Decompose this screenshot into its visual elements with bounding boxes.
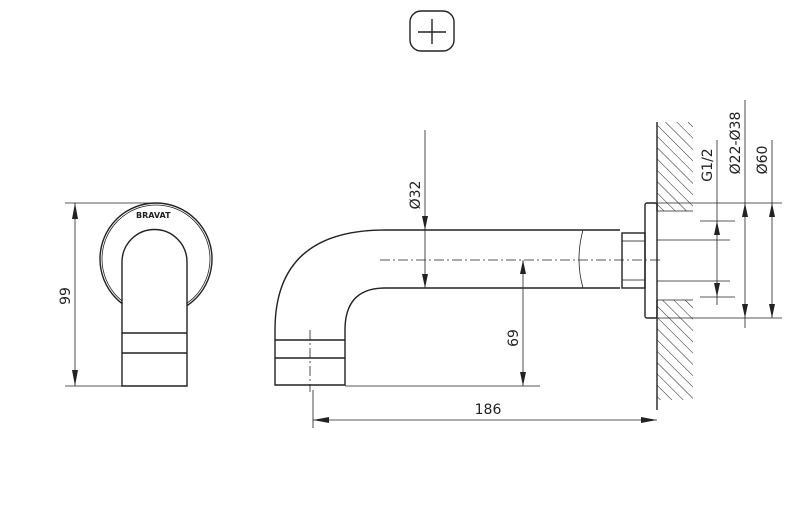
thread-label: G1/2 xyxy=(700,148,716,181)
side-view: Ø32 69 186 G1/2 Ø22-Ø38 Ø60 xyxy=(274,100,782,428)
pipe-diameter-label: Ø32 xyxy=(408,181,424,210)
height-label: 99 xyxy=(58,287,74,305)
front-view: BRAVAT 99 xyxy=(58,202,213,387)
hole-range-label: Ø22-Ø38 xyxy=(728,112,744,175)
spout-height-label: 69 xyxy=(506,329,522,347)
cold-water-cross-symbol-icon xyxy=(409,10,455,52)
brand-logo: BRAVAT xyxy=(136,211,171,220)
projection-label: 186 xyxy=(475,402,502,418)
flange-diameter-label: Ø60 xyxy=(755,146,771,175)
wall-hatch xyxy=(657,122,693,211)
